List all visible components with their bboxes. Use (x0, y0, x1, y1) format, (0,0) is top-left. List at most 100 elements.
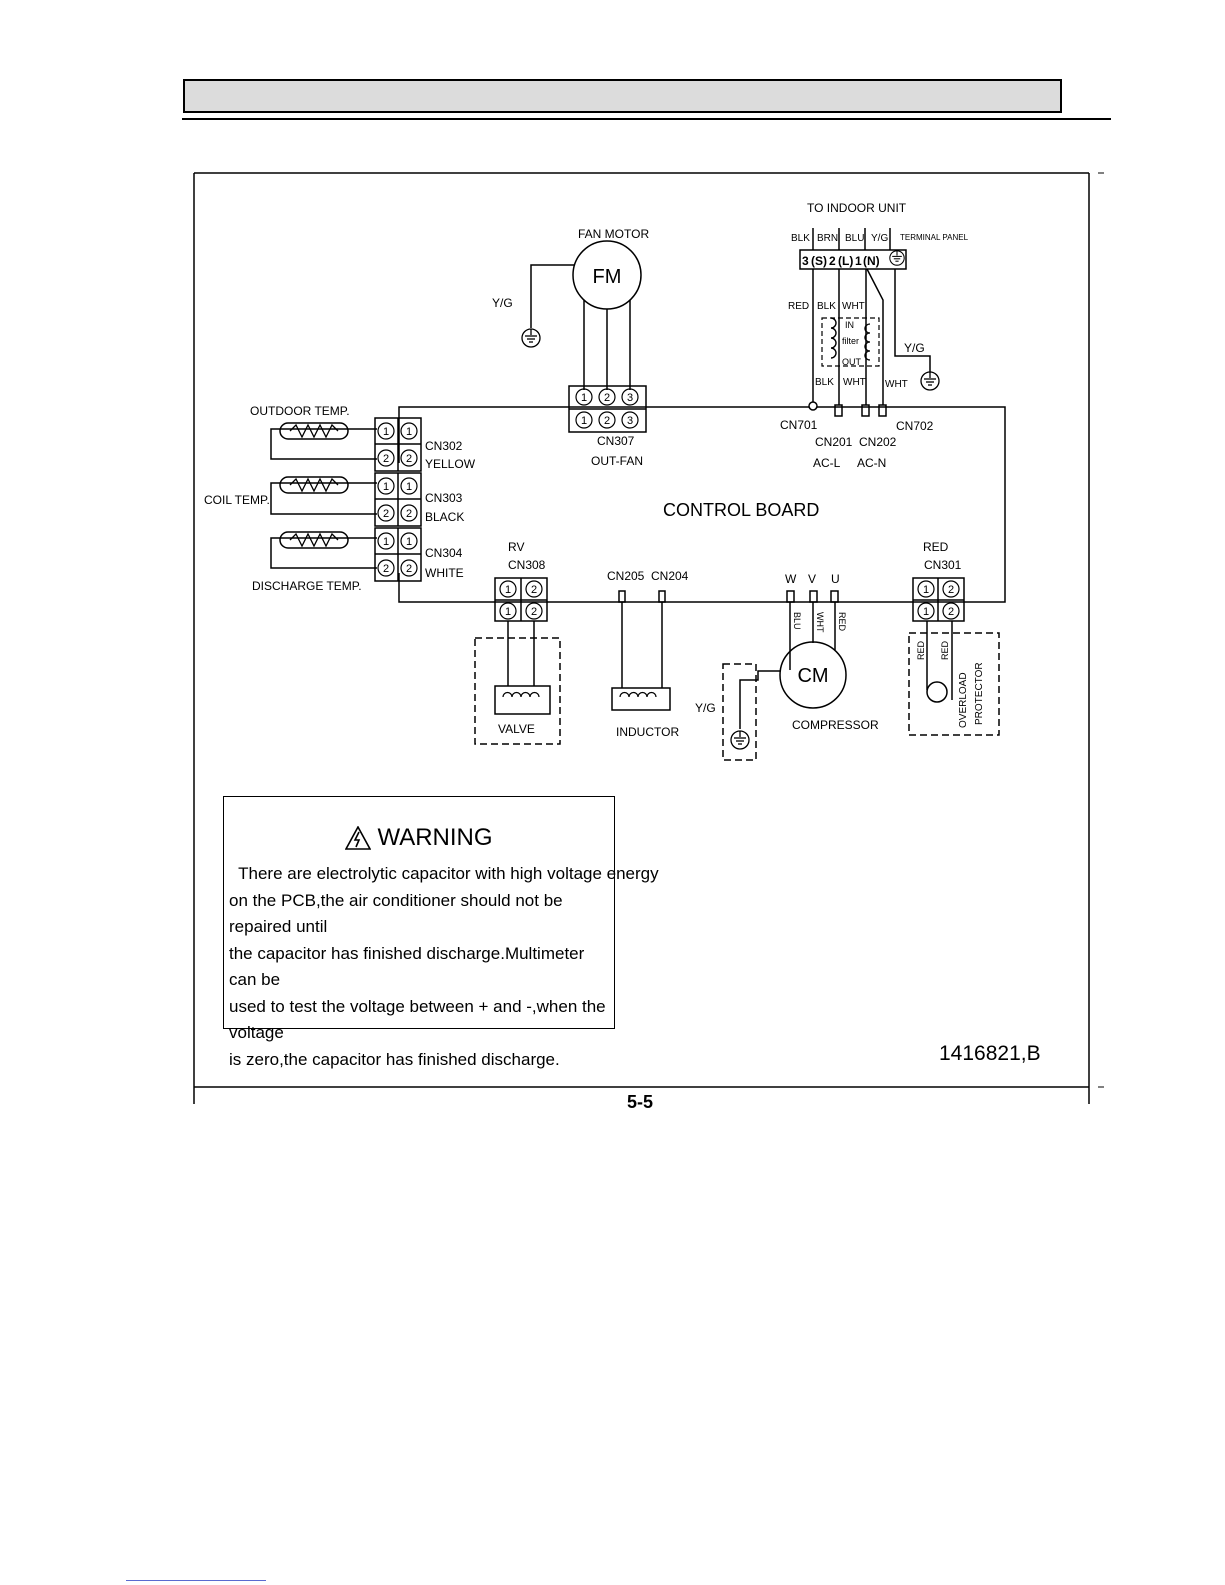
cn308-pin-2: 2 (531, 584, 537, 596)
page-number-fragment: 5-5 (627, 1092, 653, 1112)
warning-line-5: is zero,the capacitor has finished disch… (229, 1049, 560, 1069)
cn304-pin-1: 1 (383, 536, 389, 548)
header-rule (182, 118, 1111, 120)
yellow-label: YELLOW (425, 457, 476, 471)
fan-ground-label: Y/G (492, 296, 513, 310)
valve-label: VALVE (498, 722, 535, 736)
coil-temp-label: COIL TEMP. (204, 493, 270, 507)
compressor-symbol: CM (797, 665, 828, 687)
terminal-3: 3 (802, 254, 809, 268)
wire-yg-top: Y/G (871, 233, 888, 244)
wire-blk-lower-label: BLK (815, 377, 834, 388)
indoor-ground-icon (920, 371, 940, 391)
page-header-bar (183, 79, 1062, 113)
compressor-ground-icon (730, 730, 750, 750)
filter-label: filter (842, 336, 859, 346)
terminal-s: (S) (811, 254, 827, 268)
cn308-label: CN308 (508, 558, 546, 572)
filter-in-label: IN (845, 320, 854, 330)
wire-wht-comp: WHT (815, 612, 825, 633)
terminal-panel-ground-icon (889, 250, 905, 266)
cn307-pin-2: 2 (604, 392, 610, 404)
cn304-pin-1b: 1 (406, 536, 412, 548)
cn204-label: CN204 (651, 569, 689, 583)
cn303-label: CN303 (425, 491, 463, 505)
cn702-label: CN702 (896, 419, 934, 433)
cn301-red-label: RED (923, 540, 949, 554)
terminal-w-label: W (785, 572, 797, 586)
rv-label: RV (508, 540, 524, 554)
wire-blk-top: BLK (791, 233, 810, 244)
ac-n-label: AC-N (857, 456, 886, 470)
terminal-1: 1 (855, 254, 862, 268)
discharge-temp-thermistor (289, 532, 339, 548)
cn302-pin-2: 2 (383, 453, 389, 465)
overload-wire-red-2: RED (940, 640, 950, 660)
cn301-pin-1: 1 (923, 584, 929, 596)
white-label: WHITE (425, 566, 464, 580)
indoor-ground-label: Y/G (904, 341, 925, 355)
cn308-pin-1: 1 (505, 584, 511, 596)
cn301-pin-2: 2 (948, 584, 954, 596)
document-code: 1416821,B (939, 1042, 1041, 1065)
out-fan-label: OUT-FAN (591, 454, 643, 468)
compressor-label: COMPRESSOR (792, 718, 879, 732)
warning-heading: WARNING (224, 823, 614, 853)
fan-ground-icon (521, 328, 541, 348)
fan-motor-symbol: FM (593, 266, 622, 288)
cn304-pin-2b: 2 (406, 563, 412, 575)
wire-wht-label: WHT (842, 301, 865, 312)
cn201-label: CN201 (815, 435, 853, 449)
wire-red-comp: RED (837, 612, 847, 632)
cn307-pin-3b: 3 (627, 415, 633, 427)
inductor-label: INDUCTOR (616, 725, 679, 739)
inductor-coil (619, 691, 657, 698)
wire-blu-comp: BLU (792, 612, 802, 630)
terminal-v-label: V (808, 572, 816, 586)
cn701-label: CN701 (780, 418, 818, 432)
cn301-pin-1b: 1 (923, 606, 929, 618)
to-indoor-unit-label: TO INDOOR UNIT (807, 201, 907, 215)
indoor-filter-coil-left (830, 317, 837, 359)
wire-blk-label: BLK (817, 301, 836, 312)
cn205-label: CN205 (607, 569, 645, 583)
wire-wht-lower-label: WHT (843, 377, 866, 388)
warning-line-3: the capacitor has finished discharge.Mul… (229, 943, 585, 990)
high-voltage-warning-icon (345, 825, 372, 850)
cn202-label: CN202 (859, 435, 897, 449)
warning-title: WARNING (377, 824, 493, 851)
warning-line-4: used to test the voltage between + and -… (229, 996, 606, 1043)
cn303-pin-2: 2 (383, 508, 389, 520)
terminal-u-label: U (831, 572, 840, 586)
cn303-pin-2b: 2 (406, 508, 412, 520)
wire-red-label: RED (788, 301, 809, 312)
warning-box: WARNING There are electrolytic capacitor… (223, 796, 659, 1069)
cn302-pin-1: 1 (383, 426, 389, 438)
control-board-label: CONTROL BOARD (663, 500, 819, 520)
terminal-n: (N) (863, 254, 880, 268)
cn307-pin-1: 1 (581, 392, 587, 404)
wire-brn-top: BRN (817, 233, 838, 244)
cn307-pin-2b: 2 (604, 415, 610, 427)
terminal-l: (L) (838, 254, 853, 268)
terminal-2: 2 (829, 254, 836, 268)
overload-label: OVERLOAD (958, 672, 969, 728)
outdoor-temp-thermistor (289, 423, 339, 439)
wire-blu-top: BLU (845, 233, 864, 244)
cn304-pin-2: 2 (383, 563, 389, 575)
cn302-pin-2b: 2 (406, 453, 412, 465)
cn307-pin-3: 3 (627, 392, 633, 404)
warning-line-2: on the PCB,the air conditioner should no… (229, 890, 563, 937)
cn303-pin-1: 1 (383, 481, 389, 493)
wire-wht-right-label: WHT (885, 379, 908, 390)
compressor-ground-label: Y/G (695, 701, 716, 715)
discharge-temp-label: DISCHARGE TEMP. (252, 579, 362, 593)
fan-motor-label: FAN MOTOR (578, 227, 649, 241)
cn308-pin-2b: 2 (531, 606, 537, 618)
footer-link-underline (126, 1580, 266, 1581)
outdoor-temp-label: OUTDOOR TEMP. (250, 404, 350, 418)
coil-temp-thermistor (289, 477, 339, 493)
cn302-pin-1b: 1 (406, 426, 412, 438)
cn301-label: CN301 (924, 558, 962, 572)
